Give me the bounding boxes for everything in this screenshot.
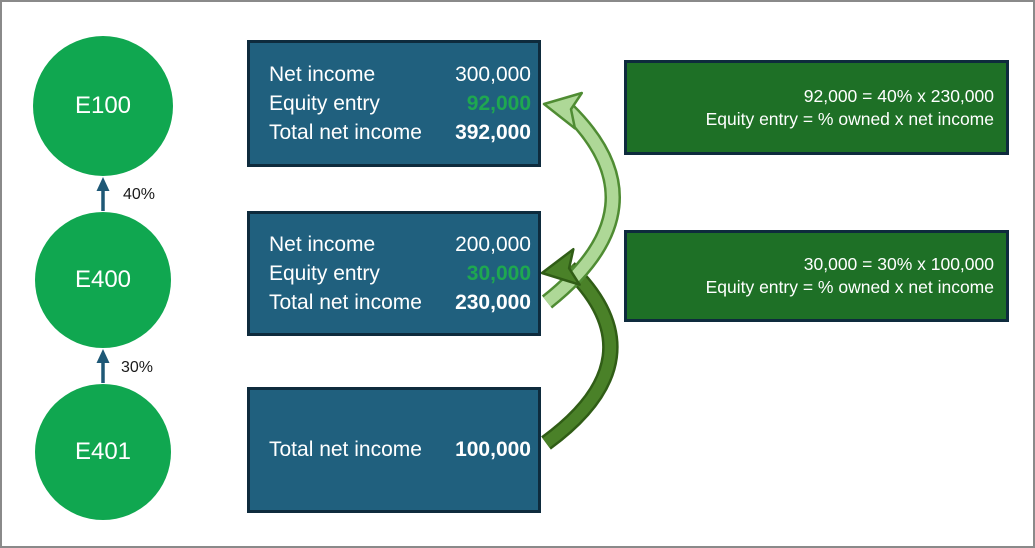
formula-line-calculation: 30,000 = 30% x 100,000 [803, 254, 994, 274]
entity-label: E401 [74, 438, 132, 465]
flow-arrow-dark-head-icon [540, 247, 581, 286]
income-row: Net income 300,000 [269, 60, 531, 89]
income-row-label: Equity entry [269, 91, 380, 115]
income-row: Equity entry 30,000 [269, 259, 531, 288]
flow-arrow-light-head-icon [542, 91, 584, 130]
income-row-value: 200,000 [455, 232, 531, 256]
formula-line-definition: Equity entry = % owned x net income [705, 277, 994, 297]
income-row-value: 100,000 [455, 438, 531, 461]
flow-arrow-dark-body-icon [541, 262, 619, 450]
ownership-percent-label: 40% [123, 186, 156, 203]
income-box-bottom: Total net income 100,000 [247, 387, 541, 513]
income-row-value: 92,000 [466, 91, 531, 115]
income-row-value: 300,000 [455, 62, 531, 86]
entity-node-e401: E401 [35, 384, 171, 520]
income-row: Total net income 392,000 [269, 118, 531, 147]
flow-arrow-light-body-icon [541, 104, 621, 309]
income-row: Equity entry 92,000 [269, 89, 531, 118]
income-row-value: 392,000 [455, 120, 531, 144]
formula-box-top: 92,000 = 40% x 230,000 Equity entry = % … [624, 60, 1009, 155]
formula-line-definition: Equity entry = % owned x net income [705, 108, 994, 129]
entity-node-e400: E400 [35, 212, 171, 348]
formula-line-calculation: 92,000 = 40% x 230,000 [803, 85, 994, 106]
income-row-value: 30,000 [466, 261, 531, 285]
ownership-arrow-30-icon [96, 349, 110, 383]
income-box-top: Net income 300,000 Equity entry 92,000 T… [247, 40, 541, 167]
income-row: Total net income 230,000 [269, 288, 531, 317]
ownership-arrow-40-icon [96, 177, 110, 211]
formula-box-bottom: 30,000 = 30% x 100,000 Equity entry = % … [624, 230, 1009, 322]
ownership-percent-label: 30% [121, 359, 154, 376]
income-row-label: Net income [269, 232, 376, 256]
entity-label: E400 [74, 266, 132, 293]
income-row-label: Equity entry [269, 261, 380, 285]
income-row-value: 230,000 [455, 290, 531, 314]
income-row-label: Total net income [269, 438, 422, 461]
income-row-label: Total net income [269, 120, 422, 144]
income-row-label: Total net income [269, 290, 422, 314]
entity-node-e100: E100 [33, 36, 173, 176]
income-row-label: Net income [269, 62, 376, 86]
income-row: Net income 200,000 [269, 230, 531, 259]
income-row: Total net income 100,000 [269, 436, 531, 465]
entity-label: E100 [74, 92, 132, 119]
income-box-middle: Net income 200,000 Equity entry 30,000 T… [247, 211, 541, 336]
